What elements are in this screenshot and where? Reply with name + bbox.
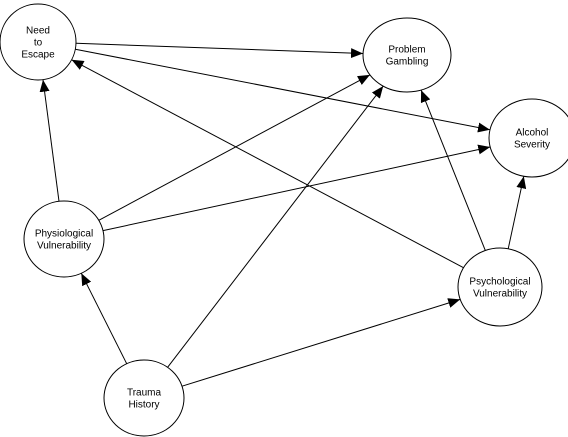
- edge-psychological-vulnerability-to-problem-gambling: [420, 89, 486, 251]
- edge-need-to-escape-to-problem-gambling: [75, 42, 364, 59]
- edge-psychological-vulnerability-to-alcohol-severity: [507, 176, 527, 249]
- edge-physiological-vulnerability-to-need-to-escape: [39, 79, 60, 202]
- node-label-line: Severity: [514, 140, 550, 151]
- node-label-line: Vulnerability: [473, 289, 527, 300]
- node-label-line: Problem: [388, 45, 425, 56]
- node-label-line: Alcohol: [516, 128, 549, 139]
- node-ellipse: [457, 247, 543, 327]
- node-label-line: Psychological: [469, 277, 530, 288]
- edge-need-to-escape-to-alcohol-severity: [75, 48, 491, 133]
- edge-trauma-history-to-psychological-vulnerability: [181, 298, 461, 387]
- node-ellipse: [103, 359, 185, 437]
- node-label-line: Need: [26, 26, 50, 37]
- edge-psychological-vulnerability-to-need-to-escape: [71, 59, 464, 269]
- node-label-line: Trauma: [127, 388, 162, 399]
- edge-physiological-vulnerability-to-alcohol-severity: [102, 144, 491, 232]
- node-ellipse: [488, 98, 568, 178]
- node-label-line: History: [128, 400, 159, 411]
- node-label-line: Physiological: [35, 229, 93, 240]
- node-label-line: Gambling: [386, 57, 429, 68]
- edge-physiological-vulnerability-to-problem-gambling: [98, 74, 371, 221]
- node-label-line: to: [34, 38, 43, 49]
- node-label-line: Vulnerability: [37, 241, 91, 252]
- node-ellipse: [0, 3, 77, 81]
- node-ellipse: [23, 200, 105, 278]
- edges-layer: [39, 42, 527, 387]
- edge-trauma-history-to-physiological-vulnerability: [80, 273, 128, 364]
- edge-trauma-history-to-problem-gambling: [167, 85, 384, 368]
- node-ellipse: [362, 17, 452, 93]
- node-label-line: Escape: [21, 50, 55, 61]
